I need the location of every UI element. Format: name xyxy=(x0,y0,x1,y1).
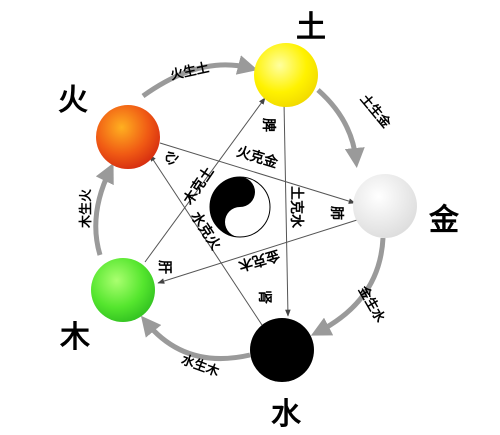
fire-label: 火 xyxy=(58,83,88,118)
earth-circle xyxy=(254,43,318,107)
line-wood-to-earth xyxy=(144,97,266,263)
label-metal-water: 金生水 xyxy=(354,283,388,327)
label-fire-metal: 火克金 xyxy=(235,143,281,172)
controlling-star xyxy=(144,97,358,326)
label-earth-water: 土克水 xyxy=(288,186,305,229)
water-circle xyxy=(250,318,314,382)
water-label: 水 xyxy=(271,397,302,432)
yin-yang-icon xyxy=(209,176,271,238)
line-earth-to-water xyxy=(283,101,291,317)
line-water-to-fire xyxy=(149,154,263,326)
earth-label: 土 xyxy=(296,10,326,45)
metal-label: 金 xyxy=(428,203,460,238)
organ-spleen: 脾 xyxy=(260,118,277,132)
label-metal-wood: 金克木 xyxy=(236,246,283,274)
organ-kidney: 肾 xyxy=(256,290,272,304)
label-fire-earth: 火生土 xyxy=(169,60,210,84)
label-wood-fire: 木生火 xyxy=(78,188,94,229)
organ-heart: 心 xyxy=(163,151,179,165)
line-fire-to-metal xyxy=(159,142,356,204)
line-metal-to-wood xyxy=(157,219,358,284)
arc-fire-to-earth xyxy=(141,55,258,99)
organ-liver: 肝 xyxy=(156,260,172,274)
organ-lung: 肺 xyxy=(328,206,344,220)
arc-wood-to-fire xyxy=(93,162,114,256)
metal-circle xyxy=(353,174,417,238)
wood-circle xyxy=(91,258,155,322)
fire-circle xyxy=(96,105,160,169)
label-earth-metal: 土生金 xyxy=(357,91,395,132)
wood-label: 木 xyxy=(59,320,90,355)
arc-earth-to-metal xyxy=(316,88,365,168)
arc-water-to-wood xyxy=(140,315,251,362)
arc-metal-to-water xyxy=(310,237,386,336)
generating-cycle xyxy=(93,55,386,362)
